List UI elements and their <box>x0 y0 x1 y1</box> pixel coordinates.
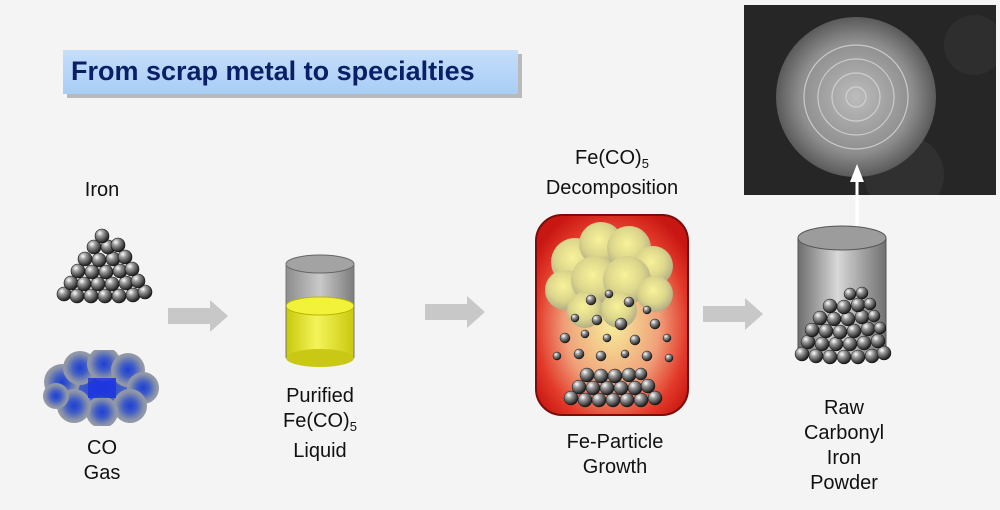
iron-pellets-icon <box>56 228 153 304</box>
page-title: From scrap metal to specialties <box>71 56 475 86</box>
powder-cylinder-icon <box>794 225 892 365</box>
particle-growth-label: Fe-Particle Growth <box>566 431 664 478</box>
decomposition-label: Fe(CO)5 Decomposition <box>545 147 679 199</box>
microscope-particle-image <box>744 5 996 195</box>
liquid-cylinder-icon <box>285 254 355 367</box>
raw-carbonyl-iron-powder-label: Raw Carbonyl Iron Powder <box>803 397 885 494</box>
title-banner: From scrap metal to specialties <box>63 50 518 94</box>
reactor-icon <box>535 214 689 416</box>
process-arrow-icon <box>168 300 228 332</box>
process-arrow-icon <box>703 298 763 330</box>
co-gas-cloud-icon <box>43 350 159 426</box>
process-arrow-icon <box>425 296 485 328</box>
iron-label: Iron <box>84 179 120 201</box>
co-gas-label: CO Gas <box>83 437 121 484</box>
purified-liquid-label: Purified Fe(CO)5 Liquid <box>283 385 357 462</box>
